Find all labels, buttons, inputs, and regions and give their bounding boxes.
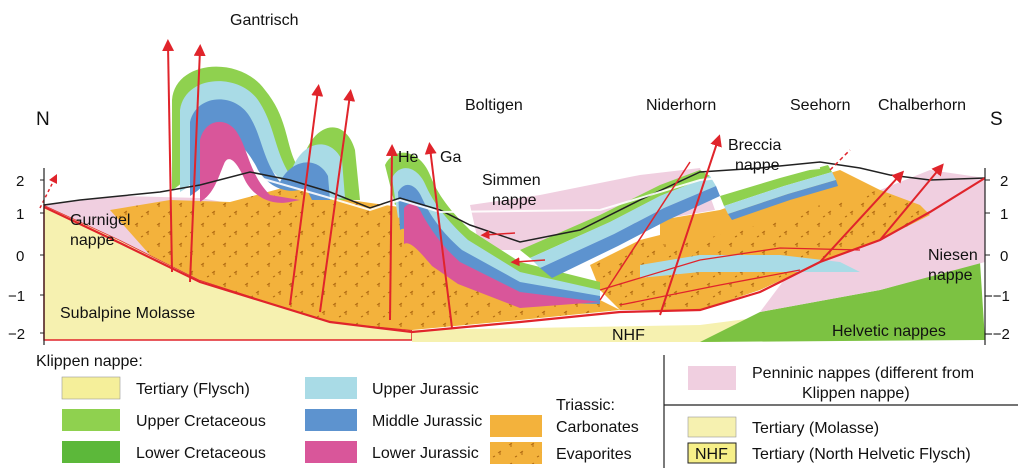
swatch-upper-jurassic: [305, 377, 357, 399]
legend-upper-cretaceous: Upper Cretaceous: [136, 413, 266, 430]
left-tick-1: 1: [16, 206, 24, 223]
right-tick-2: 2: [1000, 173, 1008, 190]
right-tick-m2: −−2: [984, 326, 1010, 343]
label-breccia-1: Breccia: [728, 137, 781, 154]
legend-klippen-title: Klippen nappe:: [36, 353, 143, 370]
fault-11: [830, 150, 850, 170]
label-subalpine-molasse: Subalpine Molasse: [60, 305, 195, 322]
legend: Klippen nappe: Tertiary (Flysch) Upper C…: [36, 353, 1018, 468]
right-axis: 2 1 0 −−1 −−2: [984, 168, 1010, 345]
swatch-middle-jurassic: [305, 409, 357, 431]
south-label: S: [990, 109, 1003, 130]
swatch-lower-cretaceous: [62, 441, 120, 463]
label-gurnigel-1: Gurnigel: [70, 212, 130, 229]
place-boltigen: Boltigen: [465, 97, 523, 114]
legend-upper-jurassic: Upper Jurassic: [372, 381, 479, 398]
left-tick-0: 0: [16, 248, 24, 265]
legend-tertiary-nhf: Tertiary (North Helvetic Flysch): [752, 446, 971, 463]
label-niesen-2: nappe: [928, 267, 973, 284]
label-nhf: NHF: [612, 327, 645, 344]
swatch-penninic: [688, 366, 736, 390]
left-tick-2: 2: [16, 173, 24, 190]
north-label: N: [36, 109, 50, 130]
place-gantrisch: Gantrisch: [230, 12, 298, 29]
right-tick-1: 1: [1000, 206, 1008, 223]
legend-penninic-1: Penninic nappes (different from: [752, 365, 974, 382]
label-simmen-1: Simmen: [482, 172, 541, 189]
left-tick-m2: −2: [8, 326, 25, 343]
swatch-lower-jurassic: [305, 441, 357, 463]
legend-penninic-2: Klippen nappe): [802, 385, 910, 402]
left-axis: 2 1 0 −1 −2: [8, 168, 44, 345]
swatch-tertiary-flysch: [62, 377, 120, 399]
label-gurnigel-2: nappe: [70, 232, 115, 249]
legend-carbonates: Carbonates: [556, 419, 639, 436]
label-niesen-1: Niesen: [928, 247, 978, 264]
legend-lower-cretaceous: Lower Cretaceous: [136, 445, 266, 462]
label-breccia-2: nappe: [735, 157, 780, 174]
place-he: He: [398, 149, 419, 166]
legend-tertiary-molasse: Tertiary (Molasse): [752, 420, 879, 437]
place-chalberhorn: Chalberhorn: [878, 97, 966, 114]
swatch-upper-cretaceous: [62, 409, 120, 431]
place-niderhorn: Niderhorn: [646, 97, 716, 114]
legend-tertiary-flysch: Tertiary (Flysch): [136, 381, 250, 398]
place-seehorn: Seehorn: [790, 97, 851, 114]
right-tick-m1: −−1: [984, 288, 1010, 305]
legend-middle-jurassic: Middle Jurassic: [372, 413, 482, 430]
label-helvetic-nappes: Helvetic nappes: [832, 323, 946, 340]
label-simmen-2: nappe: [492, 192, 537, 209]
right-tick-0: 0: [1000, 248, 1008, 265]
legend-triassic-title: Triassic:: [556, 397, 615, 414]
place-ga: Ga: [440, 149, 461, 166]
legend-nhf-box-text: NHF: [695, 446, 728, 463]
legend-evaporites: Evaporites: [556, 446, 632, 463]
left-tick-m1: −1: [8, 288, 25, 305]
swatch-evaporites: [490, 442, 542, 464]
swatch-carbonates: [490, 415, 542, 437]
legend-lower-jurassic: Lower Jurassic: [372, 445, 479, 462]
swatch-tertiary-molasse: [688, 417, 736, 437]
